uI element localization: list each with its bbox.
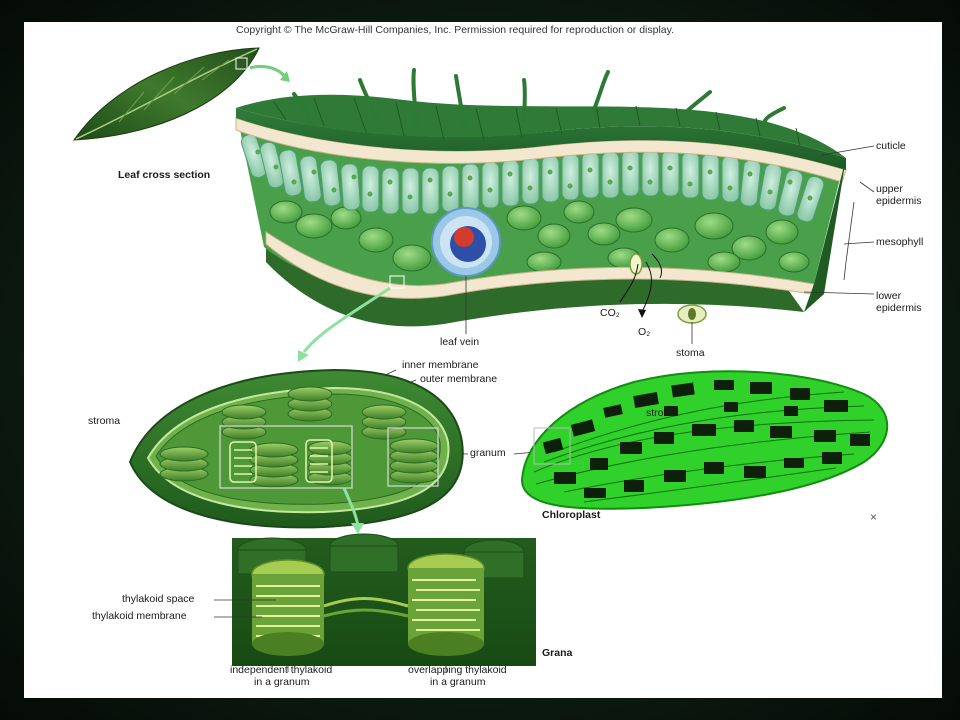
leaf-cross-section-title: Leaf cross section [118, 169, 211, 181]
granum-label: granum [470, 447, 506, 459]
mesophyll-label: mesophyll [876, 236, 924, 248]
thylakoid-membrane-label: thylakoid membrane [92, 610, 187, 622]
close-mark: × [870, 510, 878, 524]
independent-thylakoid-label-line2: in a granum [254, 676, 310, 688]
lower-epidermis-label-line1: lower [876, 290, 902, 302]
stroma-label-diagram: stroma [88, 415, 121, 427]
outer-membrane-label: outer membrane [420, 373, 498, 385]
overlapping-thylakoid-label-line1: overlapping thylakoid [408, 664, 507, 676]
leaf-illustration [73, 47, 290, 141]
cuticle-label: cuticle [876, 140, 906, 152]
chloroplast-micrograph-image [520, 370, 889, 510]
stroma-label-micrograph: stroma [646, 407, 679, 419]
chloroplast-title: Chloroplast [542, 509, 601, 521]
grana-illustration [214, 533, 536, 672]
grana-title: Grana [542, 647, 573, 659]
independent-thylakoid-label-line1: independent thylakoid [230, 664, 333, 676]
lower-epidermis-label-line2: epidermis [876, 302, 922, 314]
overlapping-thylakoid-label-line2: in a granum [430, 676, 486, 688]
leaf-cross-section-illustration [235, 68, 847, 362]
inner-membrane-label: inner membrane [402, 359, 479, 371]
o2-label: O₂ [638, 326, 651, 338]
leaf-vein-label: leaf vein [440, 336, 480, 348]
figure-slide: Copyright © The McGraw-Hill Companies, I… [24, 22, 942, 698]
upper-epidermis-label-line2: epidermis [876, 195, 922, 207]
biology-illustration [73, 47, 889, 672]
upper-epidermis-label-line1: upper [876, 183, 903, 195]
co2-label: CO₂ [600, 307, 620, 319]
thylakoid-space-label: thylakoid space [122, 593, 195, 605]
chloroplast-diagram-illustration [128, 368, 464, 534]
copyright-notice: Copyright © The McGraw-Hill Companies, I… [236, 24, 675, 36]
stoma-label: stoma [676, 347, 705, 359]
